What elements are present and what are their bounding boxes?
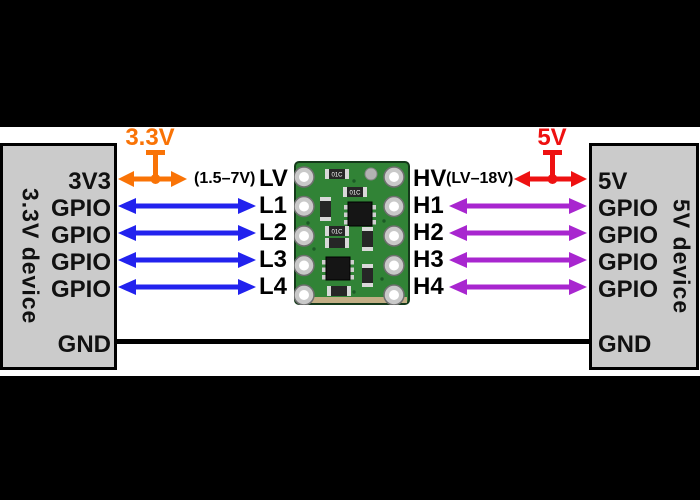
left-pin-gpio-2: GPIO bbox=[50, 222, 111, 249]
left-pin-gnd: GND bbox=[57, 331, 111, 358]
l2-bidirectional-arrow-icon bbox=[118, 225, 256, 241]
level-shifter-board-image: 01C 01C 01C bbox=[294, 161, 410, 305]
hv-voltage-range: (LV–18V) bbox=[446, 170, 514, 187]
right-pin-gpio-3: GPIO bbox=[598, 249, 659, 276]
shifter-pin-h2: H2 bbox=[413, 219, 444, 246]
h4-bidirectional-arrow-icon bbox=[449, 279, 587, 295]
left-pin-3v3: 3V3 bbox=[68, 168, 111, 195]
l4-bidirectional-arrow-icon bbox=[118, 279, 256, 295]
pcb-ic-1 bbox=[344, 201, 376, 227]
h2-bidirectional-arrow-icon bbox=[449, 225, 587, 241]
svg-text:01C: 01C bbox=[349, 191, 361, 197]
pcb-resistor-3 bbox=[320, 197, 331, 221]
shifter-pin-l2: L2 bbox=[259, 219, 288, 246]
pcb-test-point bbox=[364, 167, 378, 181]
shifter-pin-h1: H1 bbox=[413, 192, 444, 219]
right-pin-5v: 5V bbox=[598, 168, 628, 195]
right-pin-gpio-4: GPIO bbox=[598, 276, 659, 303]
shifter-pin-l3: L3 bbox=[259, 246, 288, 273]
supply-5v-label: 5V bbox=[537, 124, 567, 151]
shifter-pin-h3: H3 bbox=[413, 246, 444, 273]
right-pin-gpio-2: GPIO bbox=[598, 222, 659, 249]
shifter-pin-l1: L1 bbox=[259, 192, 288, 219]
pcb-ic-2 bbox=[322, 256, 354, 281]
left-device-name: 3.3V device bbox=[17, 188, 44, 325]
right-device-box: 5V device 5V GPIO GPIO GPIO GPIO GND bbox=[589, 143, 699, 370]
shifter-pin-hv: HV bbox=[413, 165, 447, 192]
h1-bidirectional-arrow-icon bbox=[449, 198, 587, 214]
svg-text:01C: 01C bbox=[331, 230, 343, 236]
supply-5v-rail-icon bbox=[514, 150, 587, 187]
pcb-resistor-1: 01C bbox=[325, 169, 349, 179]
left-pin-gpio-1: GPIO bbox=[50, 195, 111, 222]
l1-bidirectional-arrow-icon bbox=[118, 198, 256, 214]
lv-voltage-range: (1.5–7V) bbox=[194, 170, 256, 187]
pcb-resistor-8 bbox=[327, 286, 351, 296]
left-pin-gpio-3: GPIO bbox=[50, 249, 111, 276]
right-device-name: 5V device bbox=[668, 198, 695, 315]
pcb-holes-left bbox=[294, 166, 315, 305]
ground-wire bbox=[117, 339, 589, 344]
supply-3v3-label: 3.3V bbox=[125, 124, 175, 151]
svg-text:01C: 01C bbox=[331, 173, 343, 179]
pcb-holes-right bbox=[383, 166, 405, 305]
right-pin-gpio-1: GPIO bbox=[598, 195, 659, 222]
left-pin-gpio-4: GPIO bbox=[50, 276, 111, 303]
shifter-pin-h4: H4 bbox=[413, 273, 444, 300]
left-device-box: 3.3V device 3V3 GPIO GPIO GPIO GPIO GND bbox=[0, 143, 117, 370]
l3-bidirectional-arrow-icon bbox=[118, 252, 256, 268]
pcb-resistor-4: 01C bbox=[325, 226, 349, 236]
pcb-resistor-2: 01C bbox=[343, 187, 367, 197]
supply-3v3-rail-icon bbox=[118, 150, 187, 187]
pcb-resistor-7 bbox=[362, 264, 373, 287]
shifter-pin-l4: L4 bbox=[259, 273, 288, 300]
pcb-resistor-6 bbox=[362, 227, 373, 251]
shifter-pin-lv: LV bbox=[259, 165, 288, 192]
h3-bidirectional-arrow-icon bbox=[449, 252, 587, 268]
right-pin-gnd: GND bbox=[598, 331, 652, 358]
pcb-resistor-5 bbox=[325, 238, 349, 248]
